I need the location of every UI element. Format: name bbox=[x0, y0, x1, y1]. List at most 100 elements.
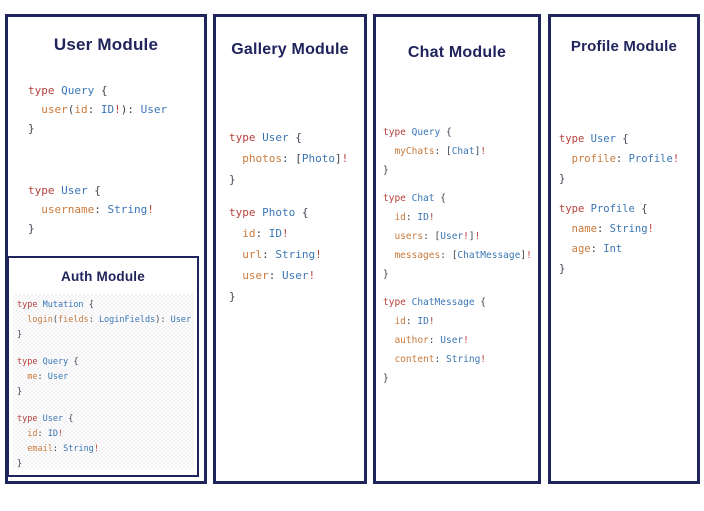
code-area-auth: type Mutation { login(fields: LoginField… bbox=[13, 294, 194, 469]
code-token: ] bbox=[474, 146, 481, 157]
code-token: [ bbox=[445, 146, 452, 157]
code-token: { bbox=[301, 206, 309, 219]
code-token: ! bbox=[474, 231, 481, 242]
code-token bbox=[383, 335, 394, 346]
code-token: type bbox=[383, 127, 406, 138]
code-token: ChatMessage bbox=[411, 297, 475, 308]
code-block: type Profile { name: String! age: Int} bbox=[559, 199, 679, 279]
code-token: id bbox=[242, 227, 256, 240]
code-token: } bbox=[383, 165, 389, 176]
code-token: : bbox=[255, 227, 263, 240]
code-token: type bbox=[229, 206, 256, 219]
code-line: users: [User!]! bbox=[383, 227, 532, 246]
code-token: ID bbox=[417, 316, 429, 327]
code-token: ] bbox=[520, 250, 527, 261]
code-token bbox=[383, 146, 394, 157]
code-line: type Query { bbox=[28, 81, 167, 100]
code-token: Profile bbox=[628, 153, 673, 165]
code-line: profile: Profile! bbox=[559, 149, 680, 169]
code-area-user: type Query { user(id: ID!): User}type Us… bbox=[28, 81, 167, 281]
code-line: type Query { bbox=[383, 123, 532, 142]
code-token: type bbox=[229, 131, 256, 144]
code-token: User bbox=[282, 269, 309, 282]
code-line: type Chat { bbox=[383, 189, 532, 208]
code-line: login(fields: LoginFields): User bbox=[17, 313, 192, 328]
code-line: id: ID! bbox=[229, 223, 348, 244]
code-token: User bbox=[61, 184, 88, 197]
code-token: User bbox=[590, 133, 616, 145]
code-line: email: String! bbox=[17, 442, 190, 457]
code-token: String bbox=[63, 444, 94, 454]
code-line: } bbox=[17, 457, 190, 472]
code-token: } bbox=[229, 290, 236, 303]
code-token: type bbox=[28, 184, 55, 197]
code-token: User bbox=[440, 335, 464, 346]
code-line: type ChatMessage { bbox=[383, 293, 532, 312]
code-token: type bbox=[28, 84, 55, 97]
code-line: user: User! bbox=[229, 265, 348, 286]
code-token: age bbox=[571, 243, 591, 255]
code-token bbox=[383, 212, 394, 223]
code-token: : bbox=[423, 231, 429, 242]
code-token: { bbox=[94, 184, 101, 197]
code-token: { bbox=[480, 297, 487, 308]
code-token: } bbox=[559, 263, 566, 275]
code-token: { bbox=[88, 300, 94, 310]
code-token: users bbox=[394, 231, 424, 242]
code-token: : bbox=[268, 269, 276, 282]
code-line: messages: [ChatMessage]! bbox=[383, 246, 532, 265]
code-token bbox=[28, 203, 41, 216]
code-line: me: User bbox=[17, 370, 190, 385]
code-token: : bbox=[405, 212, 412, 223]
code-line: id: ID! bbox=[383, 312, 532, 331]
code-token: author bbox=[394, 335, 429, 346]
code-token: ! bbox=[282, 227, 289, 240]
code-token: ] bbox=[468, 231, 475, 242]
code-token: User bbox=[170, 315, 192, 325]
code-token: ! bbox=[428, 316, 435, 327]
code-token: ! bbox=[147, 203, 154, 216]
code-line: type User { bbox=[559, 129, 679, 149]
code-token bbox=[94, 103, 101, 116]
code-token: } bbox=[383, 269, 389, 280]
code-line: } bbox=[383, 369, 532, 388]
code-block: type Query { me: User} bbox=[17, 355, 190, 400]
code-block: type User { id: ID! email: String!} bbox=[17, 412, 190, 472]
code-token: [ bbox=[434, 231, 441, 242]
code-block: type Mutation { login(fields: LoginField… bbox=[17, 298, 192, 343]
code-token: user bbox=[242, 269, 269, 282]
code-token bbox=[383, 316, 394, 327]
code-token: : bbox=[37, 372, 43, 382]
code-token bbox=[383, 354, 394, 365]
code-token: : bbox=[590, 243, 597, 255]
code-token: messages bbox=[394, 250, 441, 261]
code-token: ( bbox=[52, 315, 58, 325]
code-token: type bbox=[559, 203, 585, 215]
code-token: Query bbox=[411, 127, 441, 138]
code-token: : bbox=[615, 153, 623, 165]
module-title-gallery: Gallery Module bbox=[231, 41, 349, 58]
code-token: ! bbox=[315, 248, 322, 261]
code-line: } bbox=[17, 385, 190, 400]
code-token: : bbox=[262, 248, 269, 261]
code-token bbox=[229, 152, 242, 165]
code-token: ! bbox=[526, 250, 532, 261]
code-token: : bbox=[87, 103, 95, 116]
code-line: age: Int bbox=[559, 239, 679, 259]
code-token: ): bbox=[120, 103, 134, 116]
code-token: String bbox=[609, 223, 648, 235]
code-token: } bbox=[383, 373, 389, 384]
code-token: content bbox=[394, 354, 435, 365]
code-token: id bbox=[27, 429, 38, 439]
code-token: url bbox=[242, 248, 263, 261]
code-token: ! bbox=[93, 444, 99, 454]
code-token: id bbox=[394, 316, 406, 327]
code-area-chat: type Query { myChats: [Chat]!}type Chat … bbox=[383, 123, 532, 397]
code-token: : bbox=[596, 223, 604, 235]
code-token: { bbox=[100, 84, 108, 97]
code-token: user bbox=[41, 103, 68, 116]
code-token: : bbox=[440, 250, 446, 261]
code-token bbox=[559, 243, 572, 255]
code-token: ! bbox=[428, 212, 435, 223]
code-token bbox=[262, 227, 269, 240]
